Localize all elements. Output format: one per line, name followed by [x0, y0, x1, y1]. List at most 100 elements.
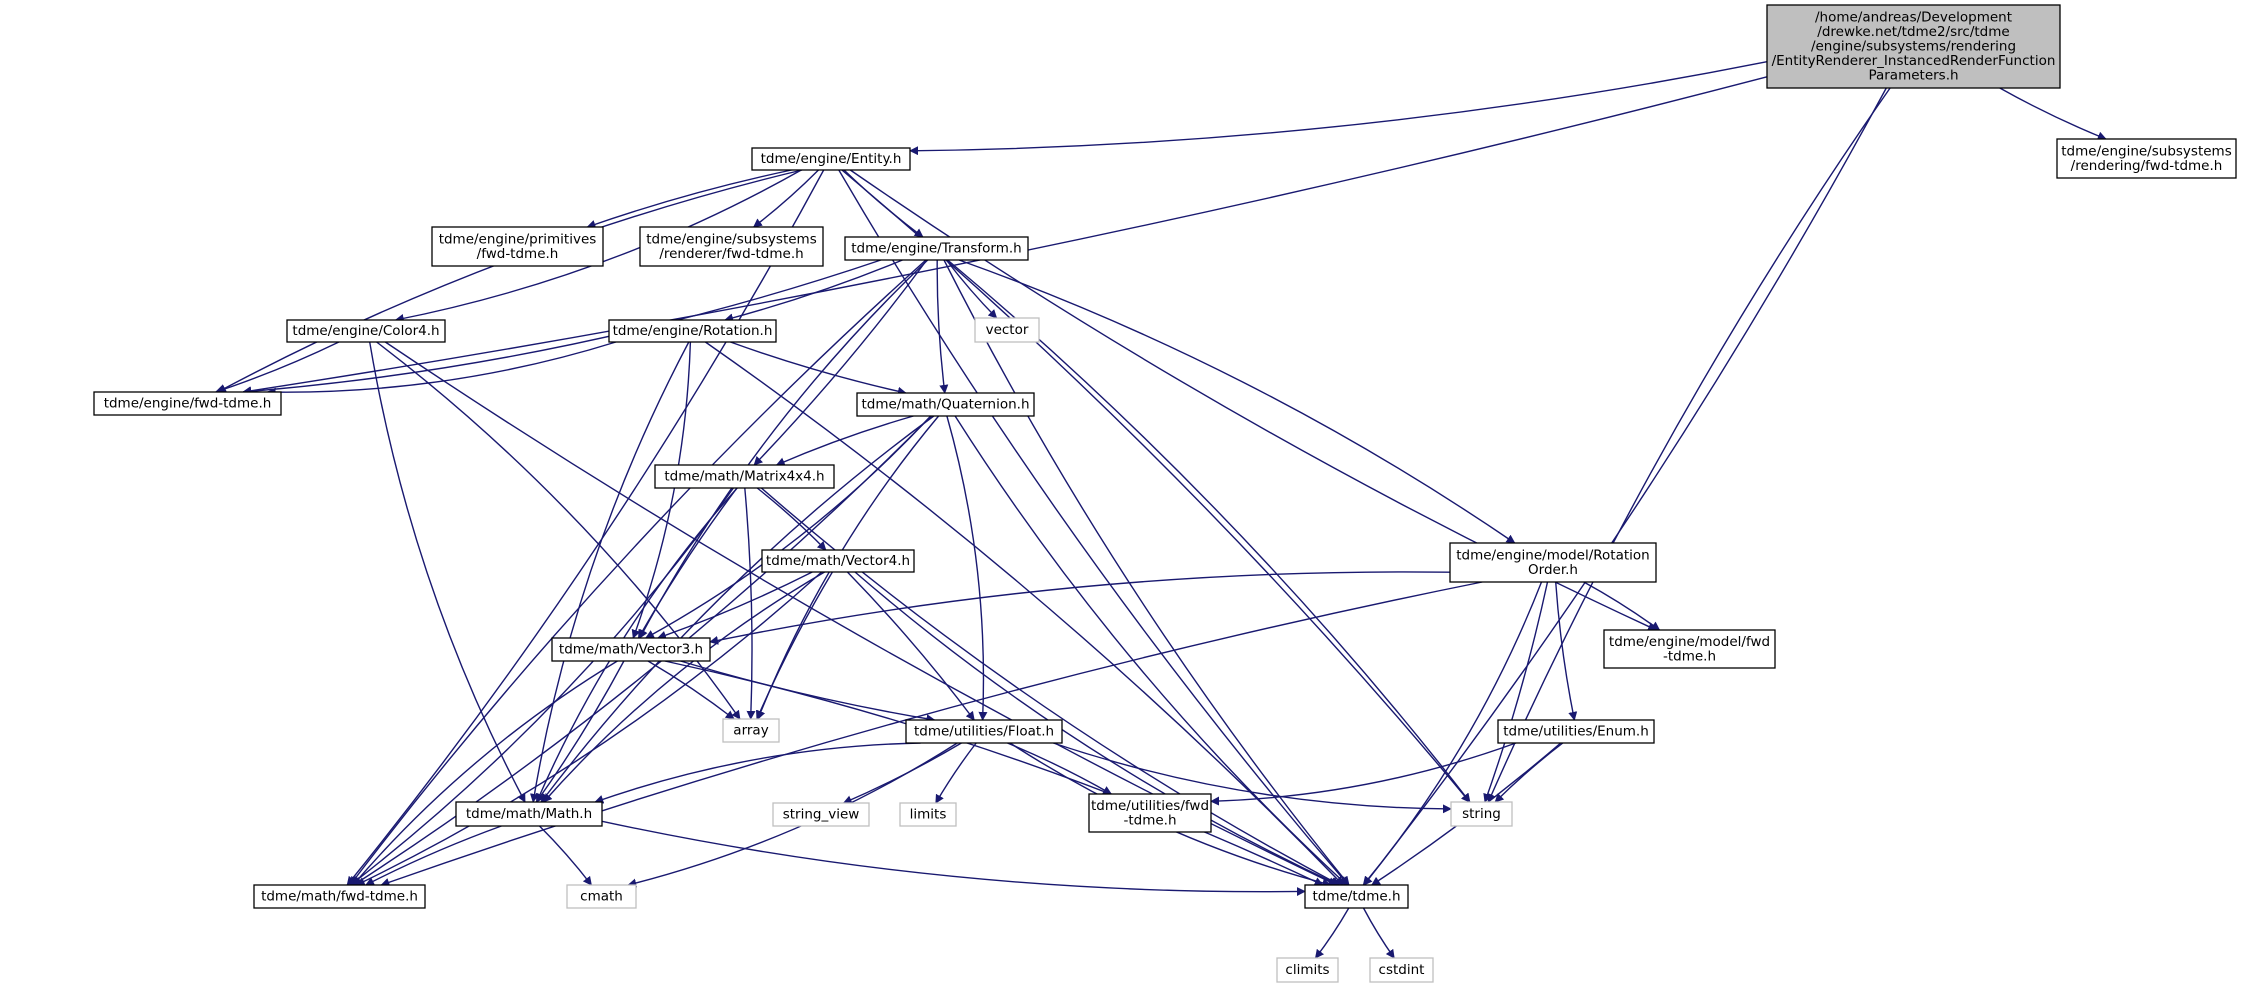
node-label: tdme/math/Math.h [466, 806, 592, 822]
node-label: tdme/math/Quaternion.h [861, 397, 1029, 413]
node-label: string [1462, 806, 1501, 822]
node-box [974, 317, 1040, 343]
node-box [654, 464, 835, 489]
edge-quaternion-to-vector3 [645, 415, 932, 639]
node-entity[interactable]: tdme/engine/Entity.h [751, 147, 911, 171]
node-label: tdme/math/Matrix4x4.h [664, 469, 824, 485]
node-box [1276, 957, 1339, 983]
edge-vector3-to-array [647, 660, 735, 720]
edge-entity-to-transform [843, 169, 924, 238]
edge-transform-to-matrix4x4 [753, 259, 928, 466]
node-label: tdme/utilities/fwd [1091, 798, 1209, 814]
edge-entity-to-math_fwd [346, 169, 825, 886]
node-vector3[interactable]: tdme/math/Vector3.h [551, 637, 711, 662]
node-float[interactable]: tdme/utilities/Float.h [905, 719, 1063, 744]
node-box [1304, 884, 1409, 909]
node-box [856, 392, 1035, 417]
edge-float-to-math [594, 742, 921, 804]
node-label: -tdme.h [1123, 812, 1176, 828]
node-label: /home/andreas/Development [1815, 10, 2012, 26]
node-label: Parameters.h [1868, 68, 1958, 84]
node-transform[interactable]: tdme/engine/Transform.h [844, 236, 1029, 261]
node-quaternion[interactable]: tdme/math/Quaternion.h [856, 392, 1035, 417]
node-label: /renderer/fwd-tdme.h [659, 246, 803, 262]
node-label: tdme/engine/subsystems [2061, 143, 2231, 159]
node-tdme[interactable]: tdme/tdme.h [1304, 884, 1409, 909]
node-vector: vector [974, 317, 1040, 343]
node-box [93, 391, 282, 416]
node-box [639, 226, 824, 267]
node-math_fwd[interactable]: tdme/math/fwd-tdme.h [253, 884, 426, 909]
edge-transform-to-math_fwd [349, 259, 927, 886]
edge-entity-to-string [841, 169, 1471, 803]
node-box [722, 718, 780, 743]
node-label: vector [986, 322, 1029, 338]
node-util_fwd[interactable]: tdme/utilities/fwd-tdme.h [1088, 793, 1212, 833]
node-renderer_fwd[interactable]: tdme/engine/subsystems/renderer/fwd-tdme… [639, 226, 824, 267]
edge-entity-to-renderer_fwd [752, 169, 819, 228]
edge-vector4-to-float [846, 571, 975, 721]
nodes-layer: /home/andreas/Development/drewke.net/tdm… [93, 4, 2237, 983]
node-math[interactable]: tdme/math/Math.h [455, 801, 603, 827]
node-box [844, 236, 1029, 261]
node-label: tdme/engine/fwd-tdme.h [104, 396, 272, 412]
node-box [1603, 629, 1776, 669]
edge-float-to-cmath [627, 742, 958, 888]
node-label: tdme/math/Vector4.h [766, 553, 910, 569]
node-box [431, 226, 604, 267]
node-label: cstdint [1379, 962, 1425, 978]
node-model_fwd[interactable]: tdme/engine/model/fwd-tdme.h [1603, 629, 1776, 669]
node-box [751, 147, 911, 171]
node-label: array [733, 723, 768, 739]
node-root[interactable]: /home/andreas/Development/drewke.net/tdm… [1766, 4, 2061, 89]
node-climits: climits [1276, 957, 1339, 983]
node-box [772, 802, 870, 827]
edge-quaternion-to-tdme [954, 415, 1348, 886]
node-label: tdme/engine/model/fwd [1609, 634, 1770, 650]
node-box [1766, 4, 2061, 89]
node-label: tdme/engine/primitives [439, 231, 597, 247]
node-color4[interactable]: tdme/engine/Color4.h [286, 319, 446, 343]
node-box [455, 801, 603, 827]
node-label: cmath [580, 889, 623, 905]
edge-vector3-to-math [535, 660, 625, 803]
node-engine_fwd[interactable]: tdme/engine/fwd-tdme.h [93, 391, 282, 416]
edge-rot_order-to-enum [1555, 581, 1578, 721]
node-box [899, 802, 957, 827]
node-label: string_view [783, 807, 860, 823]
node-box [1449, 542, 1657, 583]
node-box [1497, 719, 1655, 744]
edge-tdme-to-climits [1314, 907, 1350, 959]
node-label: tdme/utilities/Enum.h [1503, 724, 1649, 740]
node-vector4[interactable]: tdme/math/Vector4.h [761, 549, 915, 573]
node-label: tdme/engine/Transform.h [851, 241, 1021, 257]
edge-quaternion-to-matrix4x4 [775, 415, 914, 466]
node-sub_render_fwd[interactable]: tdme/engine/subsystems/rendering/fwd-tdm… [2056, 138, 2237, 179]
node-cstdint: cstdint [1369, 957, 1434, 983]
edge-vector3-to-tdme [664, 660, 1324, 886]
edge-rot_order-to-tdme [1362, 581, 1543, 886]
edge-vector4-to-vector3 [657, 571, 813, 640]
edge-float-to-string [1053, 742, 1452, 814]
node-label: /engine/subsystems/rendering [1811, 39, 2016, 55]
node-array: array [722, 718, 780, 743]
edge-entity-to-engine_fwd [217, 169, 803, 393]
node-rotation[interactable]: tdme/engine/Rotation.h [608, 319, 777, 343]
edge-root-to-entity [909, 61, 1768, 156]
edge-matrix4x4-to-vector3 [637, 487, 738, 639]
node-matrix4x4[interactable]: tdme/math/Matrix4x4.h [654, 464, 835, 489]
node-label: tdme/math/fwd-tdme.h [261, 889, 418, 905]
edge-rotation-to-math [530, 341, 690, 803]
edge-quaternion-to-math [540, 415, 935, 803]
node-prim_fwd[interactable]: tdme/engine/primitives/fwd-tdme.h [431, 226, 604, 267]
edge-rot_order-to-vector3 [709, 571, 1451, 645]
node-label: tdme/engine/subsystems [646, 231, 816, 247]
edge-math-to-math_fwd [365, 825, 502, 886]
node-enum[interactable]: tdme/utilities/Enum.h [1497, 719, 1655, 744]
node-label: tdme/engine/Rotation.h [613, 323, 773, 339]
node-box [1088, 793, 1212, 833]
node-cmath: cmath [566, 884, 637, 909]
node-label: tdme/math/Vector3.h [559, 642, 703, 658]
